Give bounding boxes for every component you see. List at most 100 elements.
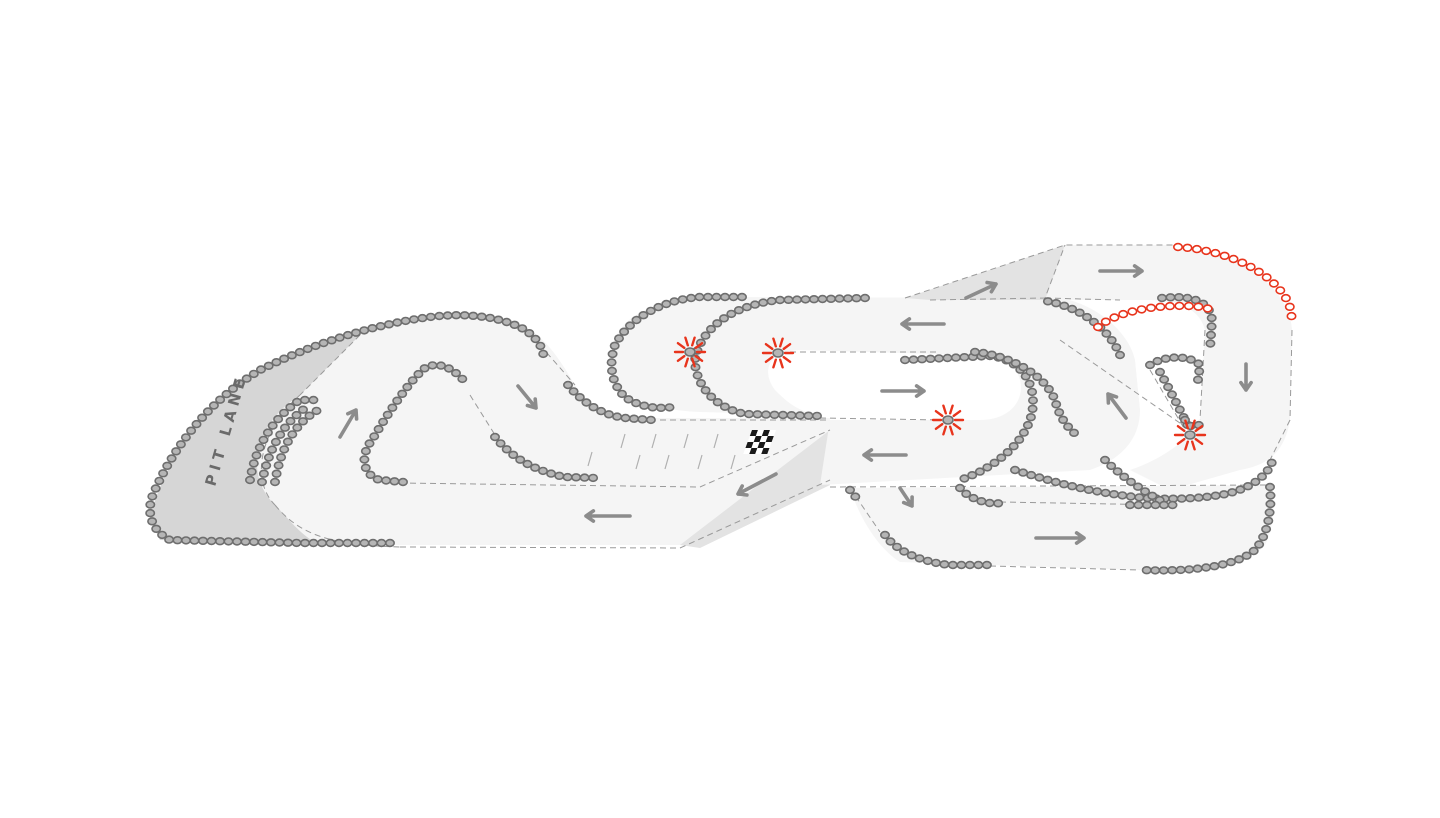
tire-barrier-icon — [372, 475, 383, 484]
tire-barrier-icon — [930, 558, 941, 568]
tire-barrier-icon — [1093, 322, 1104, 332]
tire-barrier-icon — [468, 311, 479, 320]
tire-barrier-icon — [172, 535, 183, 545]
direction-arrow-icon — [338, 408, 359, 439]
tire-barrier-icon — [191, 419, 202, 429]
tire-barrier-icon — [171, 447, 182, 456]
tire-barrier-icon — [950, 353, 961, 362]
tire-barrier-icon — [1100, 488, 1111, 498]
tire-barrier-icon — [1261, 273, 1272, 282]
tire-barrier-icon — [1111, 343, 1122, 352]
tire-barrier-icon — [1268, 279, 1279, 288]
tire-barrier-icon — [925, 354, 936, 363]
tire-barrier-icon — [1201, 246, 1212, 256]
tire-barrier-icon — [719, 292, 730, 302]
tire-barrier-icon — [154, 476, 165, 486]
tire-barrier-icon — [271, 358, 282, 367]
tire-barrier-icon — [1280, 293, 1291, 303]
tire-barrier-icon — [624, 321, 635, 330]
checkered-flag-icon — [743, 430, 776, 454]
tire-barrier-icon — [1032, 372, 1043, 381]
tire-barrier-icon — [783, 295, 794, 304]
tire-barrier-icon — [606, 366, 617, 376]
tire-barrier-icon — [310, 341, 321, 351]
tire-barrier-icon — [959, 353, 970, 362]
starting-grid — [587, 433, 736, 470]
direction-arrow-icon — [584, 509, 632, 523]
tire-barrier-icon — [1243, 482, 1254, 491]
red-tire-barriers — [1093, 242, 1297, 332]
tire-barrier-icon — [387, 403, 398, 412]
tire-barrier-icon — [791, 295, 802, 304]
tire-barrier-icon — [304, 411, 315, 420]
tire-barrier-icon — [661, 299, 672, 309]
tire-barrier-icon — [450, 368, 461, 378]
tire-barrier-icon — [1237, 258, 1248, 267]
tire-barrier-icon — [215, 395, 226, 404]
upper-right-road — [1045, 245, 1292, 490]
tire-barrier-icon — [417, 313, 428, 323]
tire-barrier-icon — [811, 411, 822, 421]
tire-barrier-icon — [993, 499, 1004, 508]
tire-barrier-icon — [1254, 540, 1265, 549]
tire-barrier-icon — [459, 311, 470, 320]
tire-barrier-icon — [692, 371, 703, 380]
tire-barrier-icon — [273, 461, 284, 470]
tire-barrier-icon — [735, 408, 746, 418]
tire-barrier-icon — [1150, 566, 1161, 575]
tire-barrier-icon — [223, 537, 234, 546]
tire-barrier-icon — [311, 406, 322, 416]
tire-barrier-icon — [743, 409, 754, 419]
tire-barrier-icon — [389, 477, 400, 486]
tire-barrier-icon — [1155, 302, 1166, 311]
tire-barrier-icon — [616, 389, 627, 399]
tire-barrier-icon — [202, 407, 213, 416]
tire-barrier-icon — [1141, 565, 1152, 575]
tire-barrier-icon — [359, 326, 370, 335]
tire-barrier-icon — [956, 560, 967, 570]
tire-barrier-icon — [842, 294, 853, 303]
tire-barrier-icon — [1210, 248, 1221, 258]
tire-barrier-icon — [690, 363, 701, 372]
tire-barrier-icon — [267, 421, 278, 430]
direction-arrow-icon — [1034, 531, 1086, 545]
tire-barrier-icon — [1235, 485, 1246, 494]
tire-barrier-icon — [1160, 354, 1171, 363]
tire-barrier-icon — [1184, 565, 1195, 574]
tire-barrier-icon — [718, 314, 729, 323]
tire-barrier-icon — [359, 455, 370, 464]
tire-barrier-icon — [1014, 435, 1025, 444]
tire-barrier-icon — [166, 454, 177, 463]
tire-barrier-icon — [1101, 329, 1112, 338]
direction-arrow-icon — [862, 448, 908, 462]
tire-barrier-icon — [1147, 491, 1158, 500]
tire-barrier-icon — [402, 382, 413, 392]
tire-barrier-icon — [1074, 308, 1085, 317]
tire-barrier-icon — [712, 398, 723, 407]
tire-barrier-icon — [485, 313, 496, 323]
tire-barrier-icon — [157, 530, 168, 540]
tire-barrier-icon — [1002, 448, 1013, 457]
tire-barrier-icon — [434, 311, 445, 321]
tire-barrier-icon — [1100, 455, 1111, 465]
tire-barrier-icon — [397, 389, 408, 398]
tire-barrier-icon — [367, 324, 378, 333]
tire-barrier-icon — [278, 408, 289, 418]
tire-barrier-icon — [1193, 359, 1204, 368]
tire-barrier-icon — [973, 560, 984, 570]
tire-barrier-icon — [808, 295, 819, 304]
tire-barrier-icon — [571, 473, 582, 482]
tire-barrier-icon — [419, 364, 430, 373]
tire-barrier-icon — [639, 401, 650, 410]
tire-barrier-icon — [206, 536, 217, 546]
tire-barrier-icon — [1234, 555, 1245, 564]
tire-barrier-icon — [933, 354, 944, 363]
tire-barrier-icon — [1175, 565, 1186, 575]
tire-barrier-icon — [1167, 390, 1178, 399]
tire-barrier-icon — [457, 374, 468, 384]
tire-barrier-icon — [308, 538, 319, 548]
tire-barrier-icon — [669, 297, 680, 306]
tire-barrier-icon — [1146, 303, 1157, 312]
tire-barrier-icon — [994, 352, 1005, 362]
tire-barrier-icon — [647, 403, 658, 412]
